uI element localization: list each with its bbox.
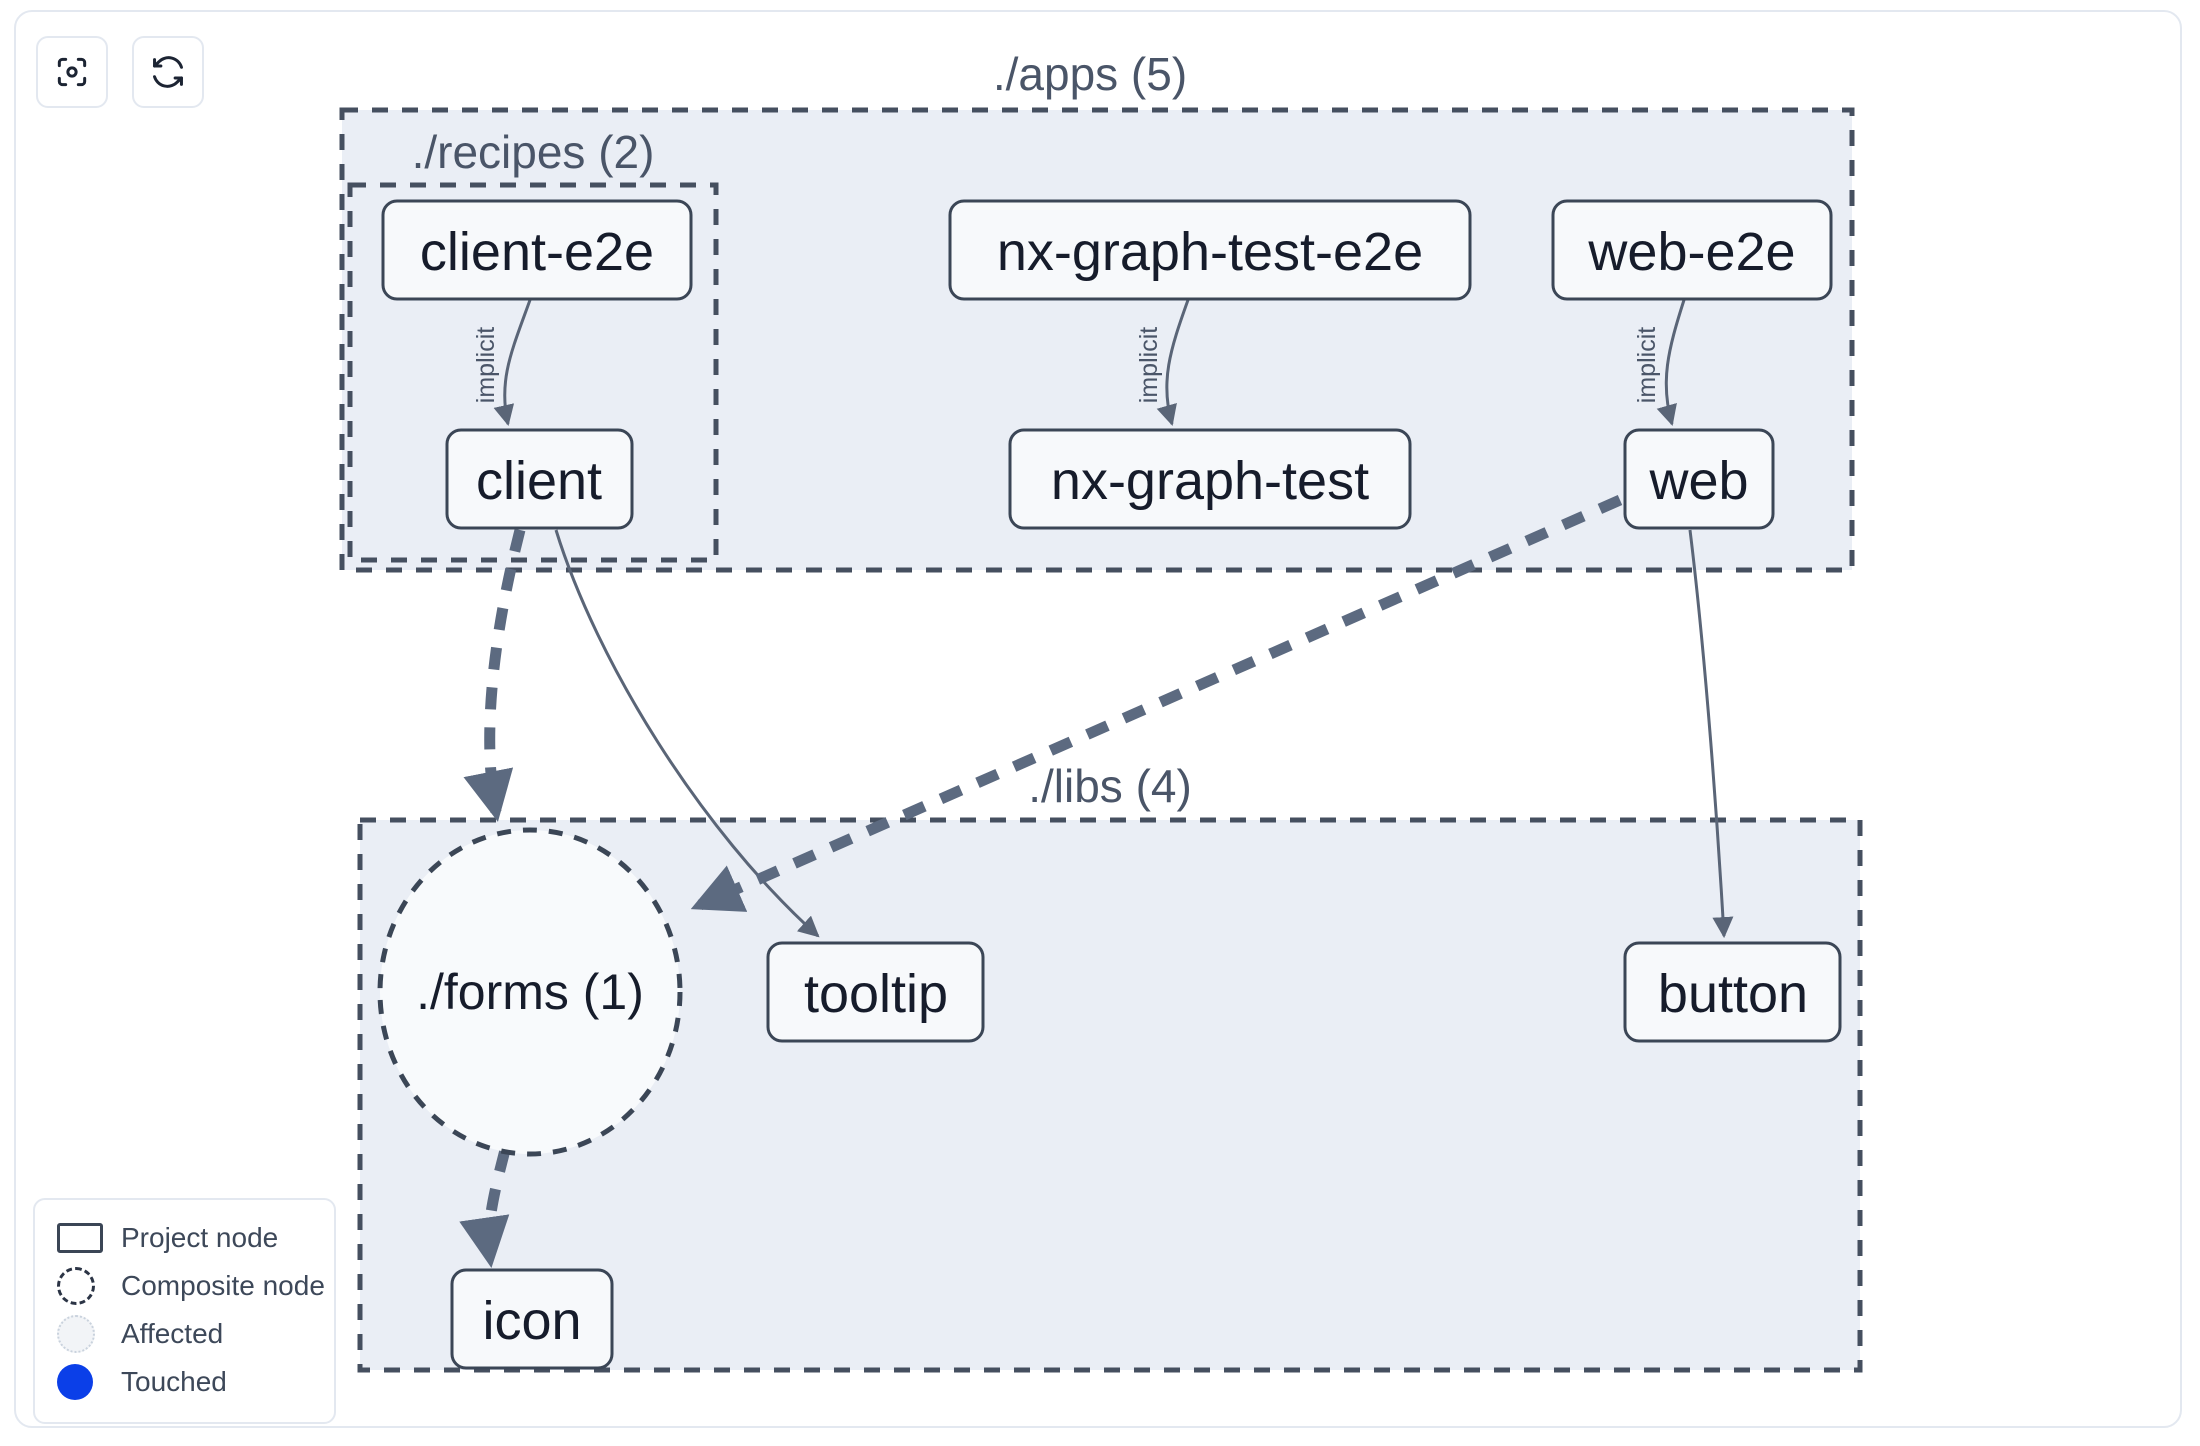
- node-nx-graph-test-e2e[interactable]: nx-graph-test-e2e: [948, 199, 1472, 301]
- group-apps-label: ./apps (5): [993, 48, 1187, 100]
- legend-label: Project node: [121, 1222, 279, 1253]
- composite-node-swatch-icon: [57, 1267, 111, 1305]
- node-web-e2e[interactable]: web-e2e: [1551, 199, 1833, 301]
- legend-item-project-node: Project node: [57, 1214, 316, 1262]
- group-libs-label: ./libs (4): [1028, 760, 1192, 812]
- node-label: tooltip: [804, 964, 948, 1024]
- node-nx-graph-test[interactable]: nx-graph-test: [1008, 428, 1412, 530]
- legend-item-touched: Touched: [57, 1358, 316, 1406]
- edge-path: [459, 1148, 511, 1269]
- focus-target-icon: [53, 53, 91, 91]
- edge-web-to-button: [1688, 529, 1734, 939]
- project-node-swatch-icon: [57, 1223, 111, 1253]
- node-rect: [1623, 428, 1775, 530]
- node-client[interactable]: client: [445, 428, 634, 530]
- edge-client-to-forms: [463, 528, 526, 822]
- graph-nodes: client-e2e nx-graph-test-e2e web-e2e cli…: [377, 199, 1842, 1370]
- edge-forms-to-icon: [459, 1148, 511, 1269]
- node-rect: [1008, 428, 1412, 530]
- node-label: client: [476, 451, 602, 511]
- legend-label: Affected: [121, 1318, 224, 1349]
- node-web[interactable]: web: [1623, 428, 1775, 530]
- node-tooltip[interactable]: tooltip: [766, 941, 985, 1043]
- graph-toolbar: [36, 36, 204, 108]
- composite-node-ellipse: [377, 827, 683, 1157]
- edge-path: [1688, 529, 1734, 939]
- node-rect: [445, 428, 634, 530]
- node-label: button: [1658, 964, 1808, 1024]
- node-button[interactable]: button: [1623, 941, 1842, 1043]
- node-label: web-e2e: [1587, 222, 1795, 282]
- node-label: nx-graph-test-e2e: [997, 222, 1423, 282]
- legend-label: Composite node: [121, 1270, 325, 1301]
- node-label: icon: [482, 1291, 581, 1351]
- edge-web-to-forms: [690, 494, 1623, 912]
- refresh-graph-button[interactable]: [132, 36, 204, 108]
- touched-swatch-icon: [57, 1364, 111, 1400]
- edge-label-implicit: implicit: [1633, 327, 1661, 403]
- edge-path: [493, 299, 532, 427]
- node-rect: [766, 941, 985, 1043]
- edge-nx-graph-test-e2e-to-nx-graph-test: implicit: [1135, 299, 1190, 427]
- legend-label: Touched: [121, 1366, 227, 1397]
- edge-client-e2e-to-client: implicit: [472, 299, 532, 427]
- edge-path: [463, 528, 526, 822]
- node-label: web: [1648, 451, 1748, 511]
- node-client-e2e[interactable]: client-e2e: [381, 199, 693, 301]
- edge-path: [690, 494, 1623, 912]
- node-rect: [450, 1268, 614, 1370]
- edge-client-to-tooltip: [554, 529, 820, 938]
- node-rect: [948, 199, 1472, 301]
- affected-swatch-icon: [57, 1315, 111, 1353]
- focus-graph-button[interactable]: [36, 36, 108, 108]
- node-rect: [381, 199, 693, 301]
- edge-web-e2e-to-web: implicit: [1633, 299, 1686, 427]
- node-rect: [1623, 941, 1842, 1043]
- node-rect: [1551, 199, 1833, 301]
- edge-path: [554, 529, 820, 938]
- node-icon[interactable]: icon: [450, 1268, 614, 1370]
- graph-legend: Project node Composite node Affected Tou…: [33, 1198, 336, 1424]
- node-label: nx-graph-test: [1051, 451, 1369, 511]
- edge-path: [1156, 299, 1190, 427]
- graph-edges: implicit implicit implicit: [459, 299, 1734, 1269]
- node-label: ./forms (1): [416, 964, 644, 1020]
- refresh-icon: [149, 53, 187, 91]
- legend-item-affected: Affected: [57, 1310, 316, 1358]
- edge-label-implicit: implicit: [472, 327, 500, 403]
- edge-path: [1656, 299, 1686, 427]
- edge-label-implicit: implicit: [1135, 327, 1163, 403]
- node-label: client-e2e: [420, 222, 654, 282]
- node-forms-composite[interactable]: ./forms (1): [377, 827, 683, 1157]
- legend-item-composite-node: Composite node: [57, 1262, 325, 1310]
- group-recipes-label: ./recipes (2): [412, 126, 655, 178]
